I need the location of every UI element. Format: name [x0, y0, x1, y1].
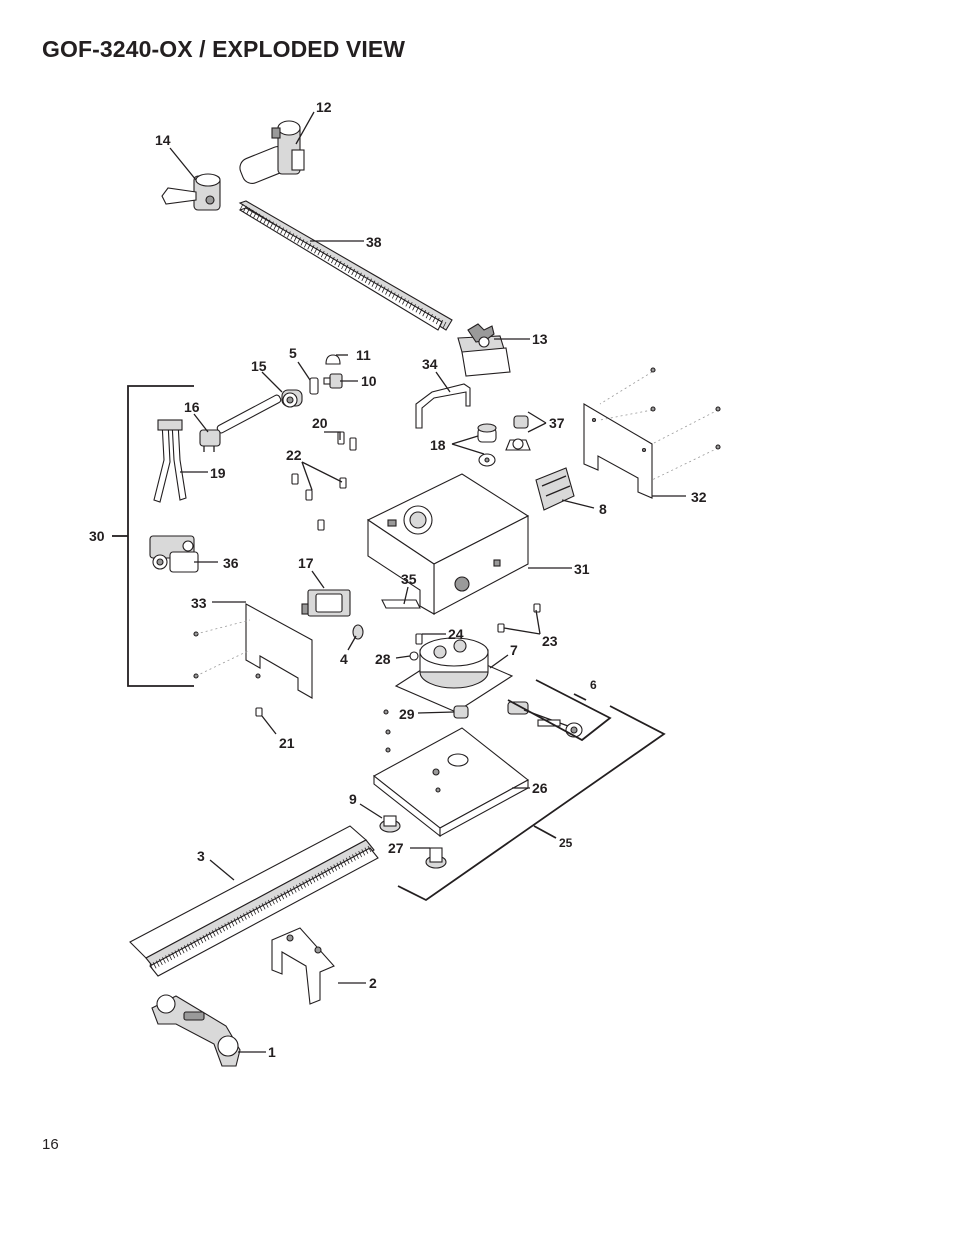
part-switch-37 — [505, 415, 531, 451]
part-cord-16 — [199, 394, 282, 452]
part-transformer-17 — [301, 589, 351, 617]
part-motor-7 — [394, 637, 514, 713]
callout-26: 26 — [532, 780, 548, 796]
callout-5: 5 — [289, 345, 297, 361]
callout-labels: 1 2 3 4 5 6 7 8 9 10 11 12 13 14 15 16 1… — [89, 99, 707, 1060]
part-disc-4 — [352, 624, 364, 640]
part-valve-36 — [149, 535, 199, 573]
part-carriage-13 — [457, 323, 511, 377]
callout-15: 15 — [251, 358, 267, 374]
callout-4: 4 — [340, 651, 348, 667]
part-knob-18 — [477, 423, 497, 467]
part-board-8 — [535, 467, 575, 511]
callout-18: 18 — [430, 437, 446, 453]
callout-33: 33 — [191, 595, 207, 611]
callout-10: 10 — [361, 373, 377, 389]
group-brackets — [112, 385, 666, 902]
part-cap-11 — [325, 354, 341, 365]
part-plate-35 — [381, 599, 421, 609]
part-carriage-1 — [151, 994, 241, 1067]
callout-30: 30 — [89, 528, 105, 544]
callout-24: 24 — [448, 626, 464, 642]
callout-9: 9 — [349, 791, 357, 807]
callout-14: 14 — [155, 132, 171, 148]
callout-19: 19 — [210, 465, 226, 481]
callout-35: 35 — [401, 571, 417, 587]
part-screw-21 — [255, 707, 263, 717]
part-foot-27 — [425, 847, 447, 869]
callout-36: 36 — [223, 555, 239, 571]
callout-7: 7 — [510, 642, 518, 658]
callout-37: 37 — [549, 415, 565, 431]
callout-29: 29 — [399, 706, 415, 722]
callout-34: 34 — [422, 356, 438, 372]
part-clamp-12 — [239, 120, 305, 184]
part-handle-34 — [415, 383, 471, 429]
callout-28: 28 — [375, 651, 391, 667]
part-nut-28 — [409, 651, 419, 661]
part-nut-29 — [453, 705, 469, 719]
part-rack-38 — [238, 200, 453, 331]
part-bracket-2 — [271, 927, 335, 1005]
leader-lines — [169, 111, 686, 1053]
callout-27: 27 — [388, 840, 404, 856]
part-hose-19 — [153, 419, 187, 503]
part-housing-31 — [366, 473, 530, 615]
callout-25: 25 — [559, 836, 573, 850]
callout-11: 11 — [356, 347, 371, 363]
part-fitting-5 — [309, 377, 319, 395]
page-number: 16 — [42, 1136, 59, 1153]
callout-31: 31 — [574, 561, 590, 577]
callout-38: 38 — [366, 234, 382, 250]
callout-17: 17 — [298, 555, 314, 571]
part-screws-20 — [337, 431, 357, 451]
page-title: GOF-3240-OX / EXPLODED VIEW — [42, 36, 406, 62]
part-panel-32 — [583, 367, 721, 499]
part-switch-10 — [323, 373, 343, 389]
callout-16: 16 — [184, 399, 200, 415]
callout-12: 12 — [316, 99, 332, 115]
part-base-26 — [373, 709, 529, 838]
callout-2: 2 — [369, 975, 377, 991]
callout-20: 20 — [312, 415, 328, 431]
part-screws-22 — [291, 473, 347, 531]
part-track-3 — [129, 825, 379, 977]
part-clamp-14 — [161, 173, 221, 211]
callout-6: 6 — [590, 678, 597, 692]
callout-13: 13 — [532, 331, 548, 347]
part-foot-9 — [379, 815, 401, 833]
callout-3: 3 — [197, 848, 205, 864]
callout-23: 23 — [542, 633, 558, 649]
callout-22: 22 — [286, 447, 302, 463]
part-panel-33 — [193, 603, 313, 699]
callout-1: 1 — [268, 1044, 276, 1060]
part-elbow-15 — [281, 389, 303, 408]
part-screw-24 — [415, 633, 423, 645]
callout-8: 8 — [599, 501, 607, 517]
callout-21: 21 — [279, 735, 295, 751]
callout-32: 32 — [691, 489, 707, 505]
